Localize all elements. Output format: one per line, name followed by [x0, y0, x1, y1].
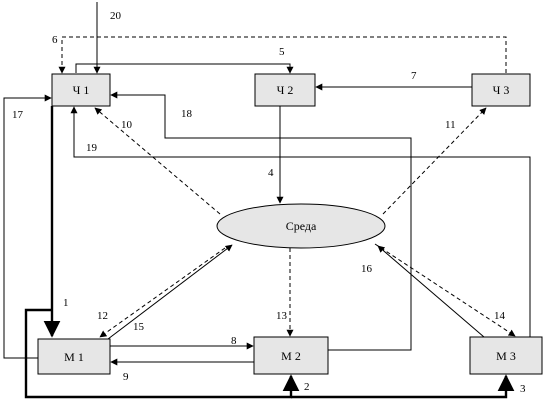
arrow-11 — [382, 107, 487, 215]
arrow-5 — [75, 63, 294, 74]
node-ch3: Ч 3 — [471, 73, 531, 107]
arrow-10 — [94, 107, 221, 215]
label-20: 20 — [110, 10, 122, 22]
arrow-2 — [24, 308, 300, 399]
node-m1-label: М 1 — [64, 350, 84, 364]
arrow-18 — [110, 91, 412, 351]
label-10: 10 — [121, 119, 133, 131]
node-environment-label: Среда — [286, 219, 317, 233]
label-13: 13 — [276, 310, 288, 322]
label-1: 1 — [63, 297, 69, 309]
node-ch2: Ч 2 — [254, 73, 316, 107]
node-environment: Среда — [216, 203, 386, 249]
node-m3: М 3 — [469, 336, 543, 375]
arrow-6 — [58, 36, 507, 74]
label-5: 5 — [279, 46, 285, 58]
label-12: 12 — [97, 310, 108, 322]
node-m2: М 2 — [253, 336, 329, 375]
arrow-16 — [377, 245, 485, 338]
arrow-3 — [291, 374, 515, 399]
node-m1: М 1 — [37, 338, 111, 375]
label-8: 8 — [231, 335, 237, 347]
label-14: 14 — [494, 310, 506, 322]
arrow-15 — [107, 244, 233, 340]
node-ch1-label: Ч 1 — [73, 83, 90, 97]
node-m2-label: М 2 — [281, 349, 301, 363]
label-4: 4 — [268, 167, 274, 179]
arrow-19 — [70, 106, 531, 337]
label-2: 2 — [304, 381, 310, 393]
label-6: 6 — [52, 34, 58, 46]
node-ch1: Ч 1 — [51, 73, 111, 107]
label-19: 19 — [86, 142, 98, 154]
label-18: 18 — [181, 108, 193, 120]
label-15: 15 — [133, 321, 145, 333]
arrow-14 — [374, 243, 516, 337]
arrow-17 — [3, 94, 52, 359]
label-11: 11 — [445, 119, 456, 131]
arrow-12 — [99, 247, 226, 338]
label-16: 16 — [361, 263, 373, 275]
label-9: 9 — [123, 371, 129, 383]
label-17: 17 — [12, 109, 24, 121]
node-ch3-label: Ч 3 — [493, 83, 510, 97]
node-m3-label: М 3 — [496, 349, 516, 363]
label-7: 7 — [411, 70, 417, 82]
label-3: 3 — [520, 383, 526, 395]
node-ch2-label: Ч 2 — [277, 83, 294, 97]
